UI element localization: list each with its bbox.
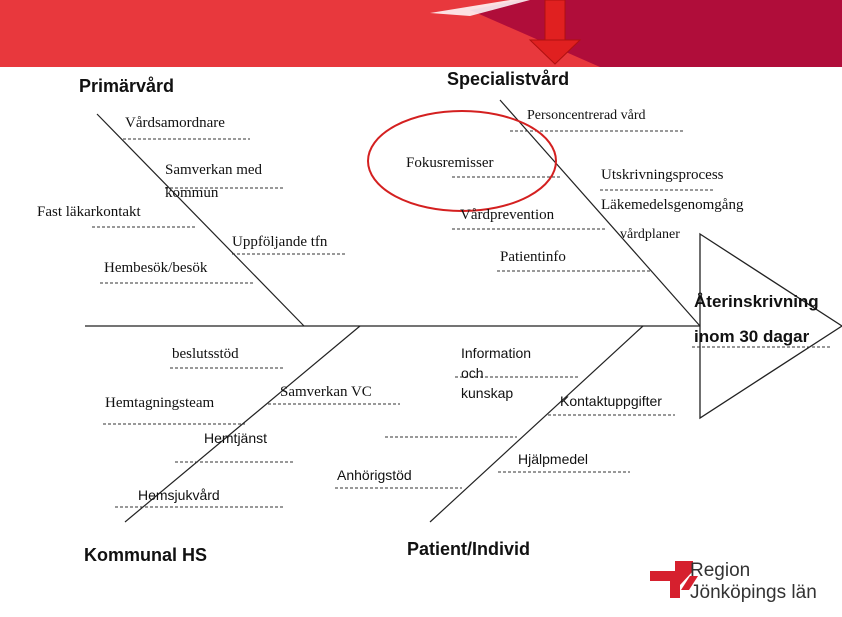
cause-anhorigstod: Anhörigstöd <box>337 467 412 483</box>
category-specialistvard: Specialistvård <box>447 69 570 89</box>
cause-patientinfo: Patientinfo <box>500 249 566 265</box>
cause-hemtagningsteam: Hemtagningsteam <box>105 395 215 411</box>
dashed-sub-bones <box>92 130 830 508</box>
effect-line-1: Återinskrivning <box>694 292 819 311</box>
focus-highlight-ellipse <box>367 110 557 212</box>
cause-samverkan-vc: Samverkan VC <box>280 384 372 400</box>
logo-text-line-2: Jönköpings län <box>690 582 817 603</box>
category-patient-individ: Patient/Individ <box>407 539 531 559</box>
category-kommunal-hs: Kommunal HS <box>84 545 208 565</box>
down-arrow-icon <box>528 0 582 65</box>
cause-vardsamordnare: Vårdsamordnare <box>125 115 225 131</box>
head-triangle <box>699 232 842 420</box>
logo-text-line-1: Region <box>690 560 751 581</box>
cause-beslutsstod: beslutsstöd <box>172 346 239 362</box>
cause-hemtjanst: Hemtjänst <box>204 430 268 446</box>
bone-kommunal <box>124 325 361 523</box>
cause-fokusremisser: Fokusremisser <box>406 155 494 171</box>
cause-samverkan-line-2: kommun <box>165 185 219 201</box>
cause-vardprevention: Vårdprevention <box>460 207 555 223</box>
cause-samverkan-line-1: Samverkan med <box>165 162 263 178</box>
region-logo-mark <box>650 561 698 598</box>
cause-uppfoljande-tfn: Uppföljande tfn <box>232 234 328 250</box>
effect-line-2: inom 30 dagar <box>694 327 810 346</box>
cause-fast-lakarkontakt: Fast läkarkontakt <box>37 204 141 220</box>
top-banner-light-stripe <box>430 0 530 16</box>
cause-hemsjukvard: Hemsjukvård <box>138 487 220 503</box>
bone-patient <box>429 325 644 523</box>
cause-personcentrerad-vard: Personcentrerad vård <box>527 108 646 123</box>
cause-hembesok: Hembesök/besök <box>104 260 208 276</box>
cause-utskrivningsprocess: Utskrivningsprocess <box>601 167 724 183</box>
category-primarvard: Primärvård <box>79 76 175 96</box>
cause-information-line-3: kunskap <box>461 385 514 401</box>
cause-hjalpmedel: Hjälpmedel <box>518 451 589 467</box>
cause-lakemedelsgenomgang: Läkemedelsgenomgång <box>601 197 744 213</box>
bone-primarvard <box>96 113 305 327</box>
cause-information-line-2: och <box>461 365 484 381</box>
cause-kontaktuppgifter: Kontaktuppgifter <box>560 393 662 409</box>
bone-specialistvard <box>499 99 701 327</box>
cause-information-line-1: Information <box>461 345 532 361</box>
cause-vardplaner: vårdplaner <box>620 227 680 242</box>
